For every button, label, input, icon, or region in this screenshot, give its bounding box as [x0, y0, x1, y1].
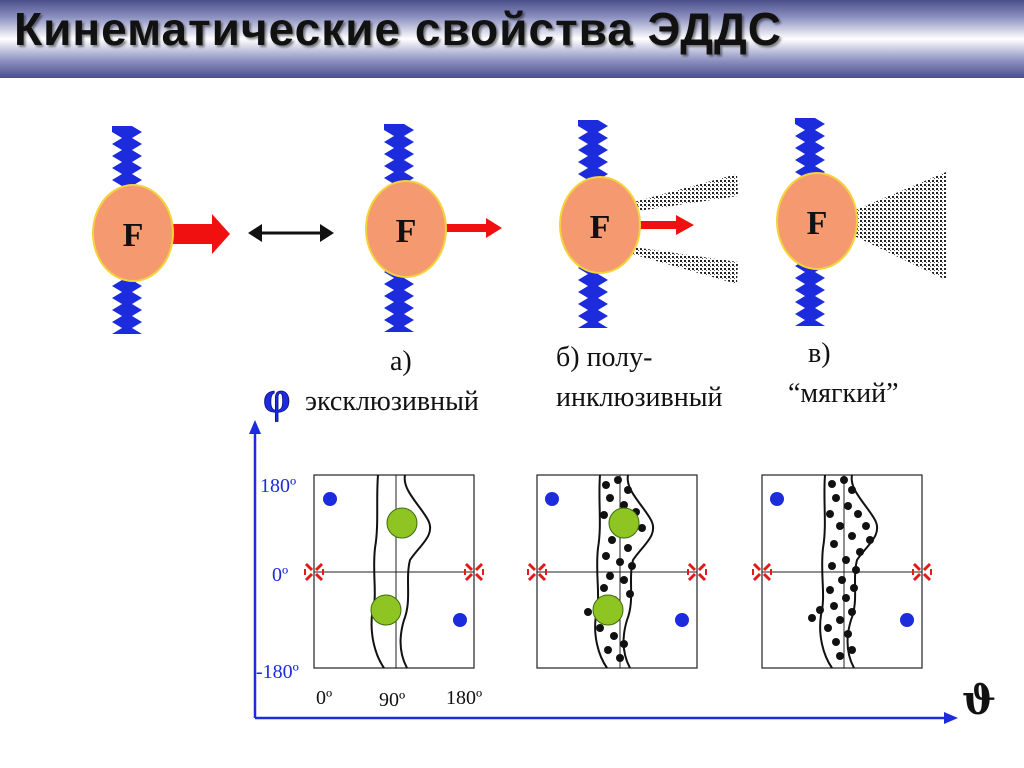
band-right-edge — [399, 474, 431, 669]
particle-label: F — [807, 205, 828, 242]
mode-a-name: эксклюзивный — [305, 386, 479, 417]
green-spot — [608, 507, 640, 539]
blue-dot — [770, 492, 784, 506]
blue-dot — [453, 613, 467, 627]
mode-b-label: б) полу- — [556, 342, 652, 373]
jet-cone-lower — [626, 246, 738, 284]
collision-soft: F — [776, 118, 946, 326]
soft-cone — [846, 172, 946, 280]
collision-semi-inclusive: F — [559, 120, 738, 328]
blue-dot — [900, 613, 914, 627]
green-spot — [592, 594, 624, 626]
band-left-edge — [594, 474, 608, 669]
plot-panel-semi-inclusive — [526, 474, 708, 669]
mode-c-name: “мягкий” — [788, 378, 899, 409]
momentum-arrow — [170, 214, 230, 254]
mode-c-label: в) — [808, 338, 831, 369]
blue-dot — [545, 492, 559, 506]
particle-label: F — [590, 209, 611, 246]
phi-tick-180: 180º — [260, 475, 296, 497]
particle-label: F — [396, 213, 417, 250]
phi-axis-arrowhead — [249, 420, 261, 434]
theta-tick-0: 0º — [316, 687, 332, 709]
title-bar: Кинематические свойства ЭДДС — [0, 0, 1024, 78]
momentum-arrow — [634, 215, 694, 235]
band-left-edge — [370, 474, 385, 669]
green-spot — [370, 594, 402, 626]
collision-initial: F — [92, 126, 230, 334]
theta-tick-180: 180º — [446, 687, 482, 709]
collision-exclusive: F — [365, 124, 502, 332]
theta-symbol: ϑ — [962, 677, 996, 724]
blue-dot — [323, 492, 337, 506]
particle-label: F — [123, 217, 144, 254]
band-left-edge — [819, 474, 833, 669]
plot-panel-soft — [751, 474, 933, 669]
particle-ellipse — [559, 176, 641, 274]
theta-tick-90: 90º — [379, 689, 405, 711]
mode-b-name: инклюзивный — [556, 382, 723, 413]
theta-axis-arrowhead — [944, 712, 958, 724]
momentum-arrow — [440, 218, 502, 238]
blue-dot — [675, 613, 689, 627]
particle-dots — [808, 476, 874, 660]
mode-a-label: а) — [390, 346, 412, 377]
plot-panel-exclusive — [303, 474, 485, 669]
phi-tick-minus-180: -180º — [256, 661, 299, 683]
particle-dots — [584, 476, 646, 662]
particle-ellipse — [92, 184, 174, 282]
band-right-edge — [622, 474, 654, 669]
green-spot — [386, 507, 418, 539]
jet-cone-upper — [626, 174, 738, 212]
phi-tick-0: 0º — [272, 564, 288, 586]
phi-symbol: φ — [263, 373, 290, 422]
particle-ellipse — [365, 180, 447, 278]
double-arrow-icon — [248, 224, 334, 242]
phi-theta-axes — [249, 420, 958, 724]
particle-ellipse — [776, 172, 858, 270]
slide-title: Кинематические свойства ЭДДС — [14, 3, 782, 55]
